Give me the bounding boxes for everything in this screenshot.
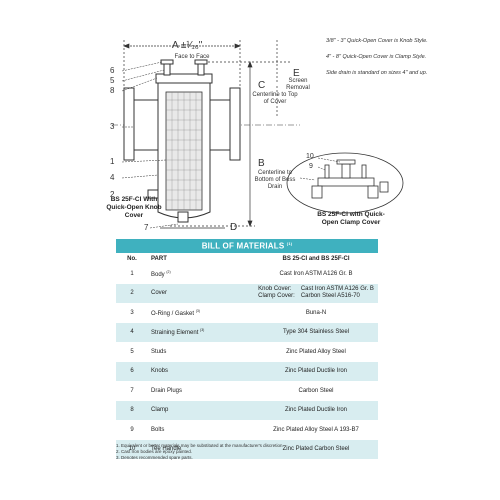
cover-clamp-label: Clamp Cover: — [258, 293, 295, 300]
callout-2: 2 — [110, 190, 115, 199]
part-name: Straining Element — [151, 330, 199, 337]
part-name: Knobs — [151, 368, 169, 375]
part-name: Studs — [151, 348, 167, 355]
row-number: 5 — [116, 342, 148, 362]
dimension-e-label: E — [293, 68, 300, 79]
row-number: 3 — [116, 303, 148, 323]
row-material: Zinc Plated Alloy Steel A 193-B7 — [254, 420, 378, 440]
callout-8: 8 — [110, 86, 115, 95]
footnote-1: 1. Equivalent or better materials may be… — [116, 443, 284, 448]
row-number: 1 — [116, 264, 148, 284]
row-part: Body (2) — [148, 264, 254, 284]
header-material: BS 25-CI and BS 25F-CI — [254, 253, 378, 264]
cover-knob-label: Knob Cover: — [258, 286, 292, 293]
footnote-3: 3. Denotes recommended spare parts. — [116, 455, 193, 460]
part-name: Drain Plugs — [151, 387, 183, 394]
callout-5: 5 — [110, 76, 115, 85]
footnote-2: 2. Cast Iron bodies are epoxy painted. — [116, 449, 193, 454]
row-material: Cast Iron ASTM A126 Gr. B — [254, 264, 378, 284]
strainer-cross-section — [112, 40, 404, 229]
note-knob-style: 3/8" - 3" Quick-Open Cover is Knob Style… — [326, 38, 428, 44]
row-part: Bolts — [148, 420, 254, 440]
cover-knob-value: Cast Iron ASTM A126 Gr. B — [300, 286, 374, 293]
row-material: Carbon Steel — [254, 381, 378, 401]
row-material: Zinc Plated Carbon Steel — [254, 439, 378, 459]
dimension-b-label: B — [258, 158, 265, 169]
row-part: O-Ring / Gasket (3) — [148, 303, 254, 323]
row-material: Knob Cover: Cast Iron ASTM A126 Gr. B Clam… — [254, 283, 378, 303]
row-material: Buna-N — [254, 303, 378, 323]
row-part: Studs — [148, 342, 254, 362]
caption-knob-cover: BS 25F-CI With Quick-Open Knob Cover — [106, 196, 162, 219]
row-material: Zinc Plated Alloy Steel — [254, 342, 378, 362]
callout-3: 3 — [110, 122, 115, 131]
dimension-c-label: C — [258, 80, 266, 91]
callout-10: 10 — [306, 153, 314, 160]
row-part: Clamp — [148, 400, 254, 420]
clamp-cover-detail — [286, 152, 404, 214]
part-note: (3) — [200, 328, 205, 333]
callout-7: 7 — [144, 223, 149, 232]
cover-clamp-value: Carbon Steel A516-70 — [300, 293, 360, 300]
row-part: Cover — [148, 283, 254, 303]
row-number: 2 — [116, 283, 148, 303]
dimension-d-label: D — [230, 222, 238, 233]
part-name: O-Ring / Gasket — [151, 310, 195, 317]
row-number: 9 — [116, 420, 148, 440]
part-name: Clamp — [151, 407, 169, 414]
row-number: 6 — [116, 361, 148, 381]
caption-clamp-cover: BS 25F-CI with Quick-Open Clamp Cover — [317, 211, 385, 226]
footnotes: 1. Equivalent or better materials may be… — [116, 443, 406, 461]
strainer-drawing: A ±¹⁄₁₆" Face to Face C Centerline to To… — [0, 0, 500, 236]
part-name: Bolts — [151, 426, 165, 433]
callout-4: 4 — [110, 173, 115, 182]
bom-title: BILL OF MATERIALS (1) — [116, 239, 378, 253]
header-no: No. — [116, 253, 148, 264]
dimension-a-label: A ±¹⁄₁₆" — [172, 40, 203, 51]
part-name: Tee Handle — [151, 446, 182, 453]
dimension-b-caption: Centerline to Bottom of Boss Drain — [254, 170, 296, 190]
row-part: Drain Plugs — [148, 381, 254, 401]
row-material: Zinc Plated Ductile Iron — [254, 400, 378, 420]
bom-title-text: BILL OF MATERIALS — [201, 241, 285, 251]
bom-title-note: (1) — [286, 241, 293, 247]
dimension-a-caption: Face to Face — [174, 54, 210, 60]
part-note: (2) — [166, 269, 171, 274]
part-note: (3) — [195, 308, 200, 313]
row-material: Type 304 Stainless Steel — [254, 322, 378, 342]
bom-header-row: No. PART BS 25-CI and BS 25F-CI — [116, 253, 378, 264]
row-part: Straining Element (3) — [148, 322, 254, 342]
part-name: Body — [151, 271, 165, 278]
row-number: 4 — [116, 322, 148, 342]
cover-material-grid: Knob Cover: Cast Iron ASTM A126 Gr. B Clam… — [258, 286, 374, 300]
row-part: Knobs — [148, 361, 254, 381]
note-clamp-style: 4" - 8" Quick-Open Cover is Clamp Style. — [326, 54, 427, 60]
callout-9: 9 — [309, 163, 313, 170]
part-name: Cover — [151, 290, 168, 297]
dimension-c-caption: Centerline to Top of Cover — [252, 92, 298, 105]
callout-6: 6 — [110, 66, 115, 75]
note-side-drain: Side drain is standard on sizes 4" and u… — [326, 70, 428, 76]
bill-of-materials-table: BILL OF MATERIALS (1) No. PART BS 25-CI … — [116, 239, 378, 459]
dimension-e-caption: Screen Removal — [286, 78, 310, 91]
row-number: 8 — [116, 400, 148, 420]
row-number: 7 — [116, 381, 148, 401]
header-part: PART — [148, 253, 254, 264]
drawing-notes: 3/8" - 3" Quick-Open Cover is Knob Style… — [326, 38, 476, 86]
row-part: Tee Handle — [148, 439, 254, 459]
row-number: 10 — [116, 439, 148, 459]
callout-1: 1 — [110, 157, 115, 166]
row-material: Zinc Plated Ductile Iron — [254, 361, 378, 381]
